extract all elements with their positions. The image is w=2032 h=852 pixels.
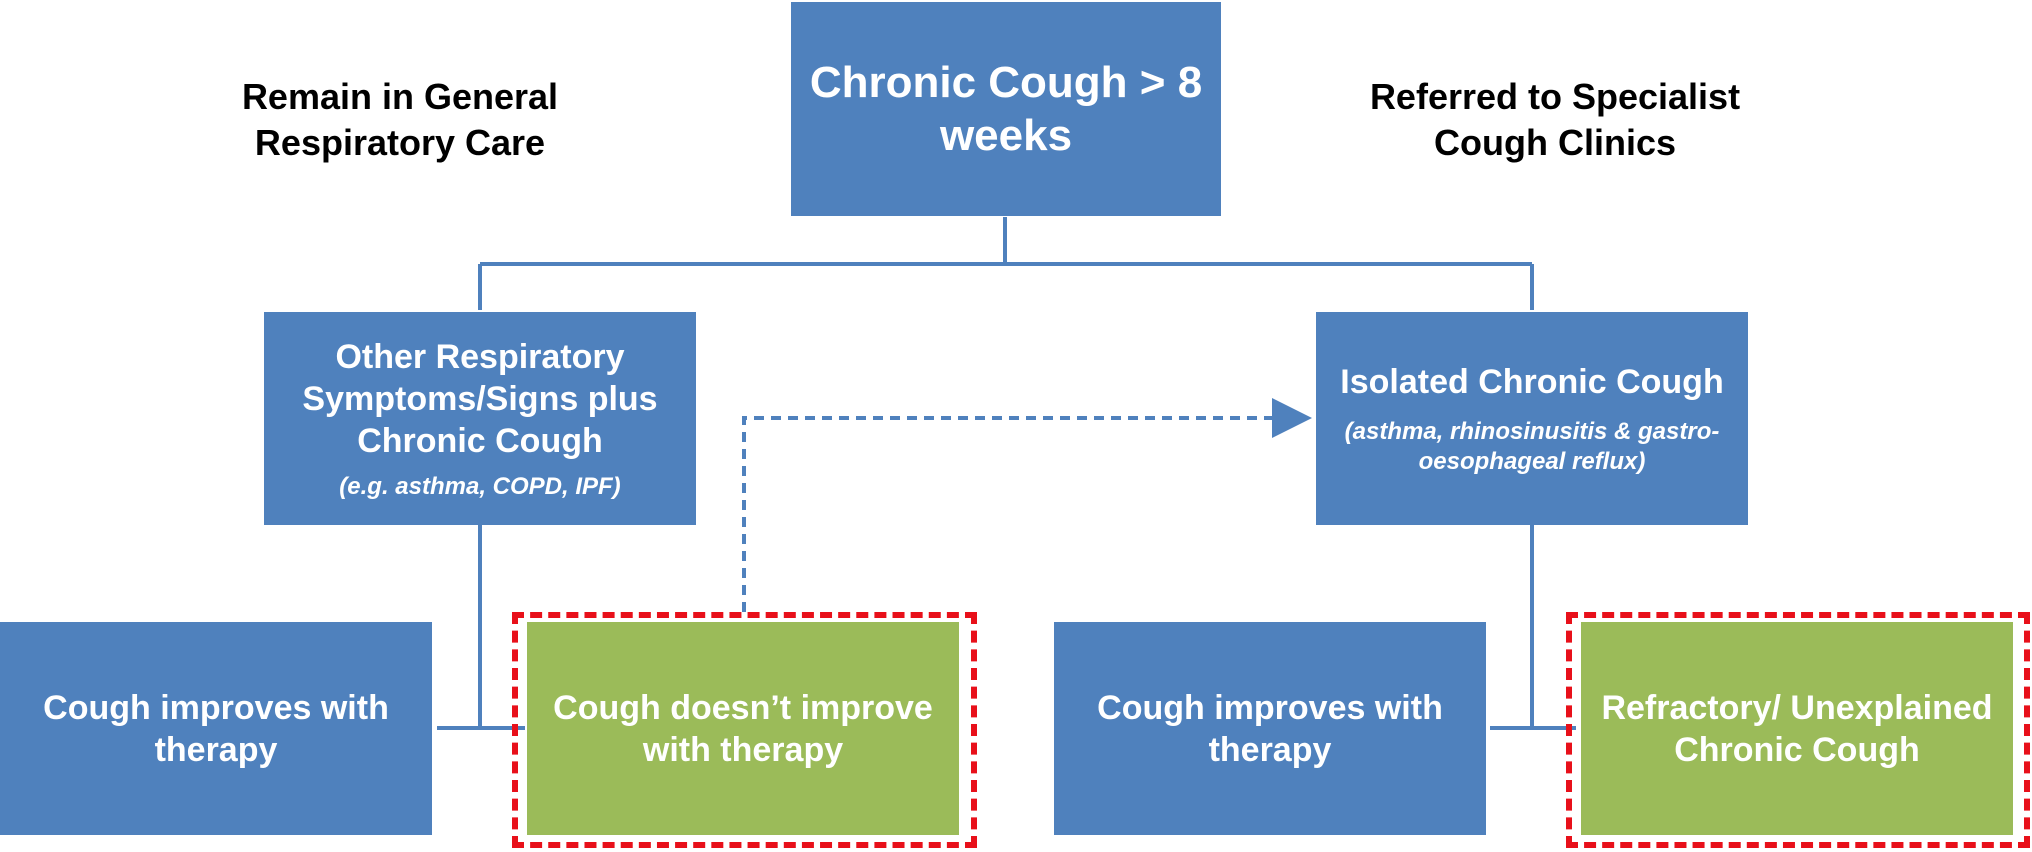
highlight-frame-right: [1566, 612, 2030, 848]
highlight-frame-left: [512, 612, 977, 848]
outcome-left-not-improve-label: Cough doesn’t improve with therapy: [553, 688, 933, 769]
left-branch-label: Other Respiratory Symptoms/Signs plus Ch…: [302, 337, 658, 460]
root-node: Chronic Cough > 8 weeks: [791, 2, 1221, 216]
left-branch-node: Other Respiratory Symptoms/Signs plus Ch…: [264, 312, 696, 525]
outcome-right-refractory-label: Refractory/ Unexplained Chronic Cough: [1601, 688, 1993, 769]
right-branch-node: Isolated Chronic Cough (asthma, rhinosin…: [1316, 312, 1748, 525]
root-node-label: Chronic Cough > 8 weeks: [809, 58, 1203, 160]
outcome-right-improves-label: Cough improves with therapy: [1097, 688, 1443, 769]
outcome-right-refractory: Refractory/ Unexplained Chronic Cough: [1581, 622, 2013, 835]
referral-dashed-arrow: [742, 398, 1312, 612]
heading-general-care: Remain in General Respiratory Care: [241, 76, 559, 163]
outcome-right-improves: Cough improves with therapy: [1054, 622, 1486, 835]
outcome-left-not-improve: Cough doesn’t improve with therapy: [527, 622, 959, 835]
outcome-left-improves: Cough improves with therapy: [0, 622, 432, 835]
right-branch-label: Isolated Chronic Cough: [1340, 362, 1724, 401]
left-branch-examples: (e.g. asthma, COPD, IPF): [339, 472, 621, 500]
outcome-left-improves-label: Cough improves with therapy: [43, 688, 389, 769]
right-branch-examples: (asthma, rhinosinusitis & gastro- oesoph…: [1344, 417, 1720, 475]
heading-specialist-clinics: Referred to Specialist Cough Clinics: [1369, 76, 1741, 163]
